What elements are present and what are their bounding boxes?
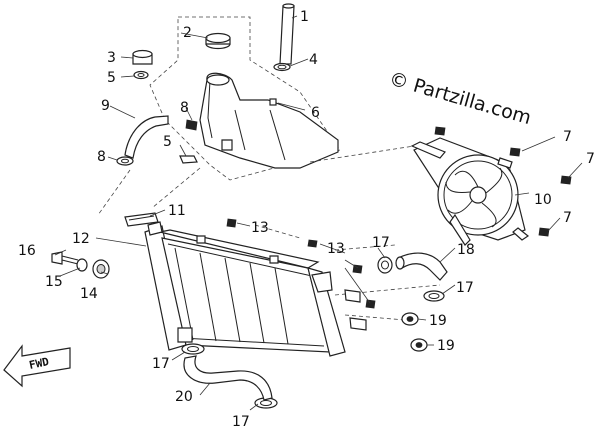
callout-13b: 13 [327, 241, 345, 257]
callout-1: 1 [300, 9, 309, 25]
callout-18: 18 [457, 242, 475, 258]
lower-hose [183, 355, 273, 401]
callout-8b: 8 [97, 149, 106, 165]
bolt-7d [538, 227, 550, 237]
clip-8a [185, 119, 198, 131]
spacer-15 [76, 258, 88, 272]
clip-8b [116, 156, 134, 166]
callout-20: 20 [175, 389, 193, 405]
callout-17c: 17 [152, 356, 170, 372]
callout-12: 12 [72, 231, 90, 247]
clamp-17b [423, 290, 445, 302]
cooling-fan [410, 137, 530, 246]
bolt-7b [509, 147, 521, 157]
callout-3: 3 [107, 50, 116, 66]
callout-7c: 7 [563, 210, 572, 226]
callout-14: 14 [80, 286, 98, 302]
washer-5b [179, 155, 198, 164]
callout-5b: 5 [163, 134, 172, 150]
callout-numbers: 1 2 3 4 5 5 6 7 7 7 8 8 9 10 11 12 13 13… [18, 9, 595, 430]
guide-line-7 [344, 314, 406, 321]
bolt-13-fan-mid [352, 264, 363, 274]
reference-box [149, 16, 341, 181]
callout-9: 9 [101, 98, 110, 114]
upper-hose [395, 252, 448, 281]
watermark: © Partzilla.com [387, 68, 534, 130]
callout-5a: 5 [107, 70, 116, 86]
callout-19a: 19 [429, 313, 447, 329]
leader-lines [54, 15, 583, 411]
guide-line-5 [334, 244, 396, 251]
callout-15: 15 [45, 274, 63, 290]
callout-7b: 7 [586, 151, 595, 167]
callout-17a: 17 [372, 235, 390, 251]
guide-line-2 [151, 167, 201, 209]
bolt-13-upper [226, 218, 237, 228]
overflow-hose [124, 115, 169, 159]
hose-clip [273, 62, 291, 72]
callout-10: 10 [534, 192, 552, 208]
forward-arrow: FWD [3, 344, 71, 388]
callout-17b: 17 [456, 280, 474, 296]
guide-line-4 [254, 224, 301, 239]
guide-line-1 [97, 169, 131, 216]
callout-11: 11 [168, 203, 186, 219]
grommet-14 [92, 259, 110, 279]
bolt-7c [560, 175, 572, 185]
clamp-17a [377, 256, 393, 274]
grommet-19a [401, 312, 419, 326]
callout-4: 4 [309, 52, 318, 68]
coolant-reservoir [199, 72, 339, 169]
bolt-13-fan-low [365, 299, 376, 309]
filler-cap [132, 49, 153, 65]
bolt-16 [51, 251, 79, 265]
bolt-7a [434, 126, 446, 136]
callout-6: 6 [311, 105, 320, 121]
clamp-17c [181, 343, 205, 355]
guide-line-3 [309, 141, 441, 163]
callout-8a: 8 [180, 100, 189, 116]
radiator [144, 221, 367, 357]
reservoir-cap [205, 32, 231, 50]
grommet-19b [410, 338, 428, 352]
callout-13a: 13 [251, 220, 269, 236]
callout-2: 2 [183, 25, 192, 41]
bolt-13-fan-left [307, 239, 318, 248]
callout-19b: 19 [437, 338, 455, 354]
svg-text:FWD: FWD [28, 355, 51, 372]
callout-7a: 7 [563, 129, 572, 145]
vent-hose [279, 3, 295, 65]
callout-16: 16 [18, 243, 36, 259]
callout-17d: 17 [232, 414, 250, 430]
washer-5a [133, 70, 149, 80]
